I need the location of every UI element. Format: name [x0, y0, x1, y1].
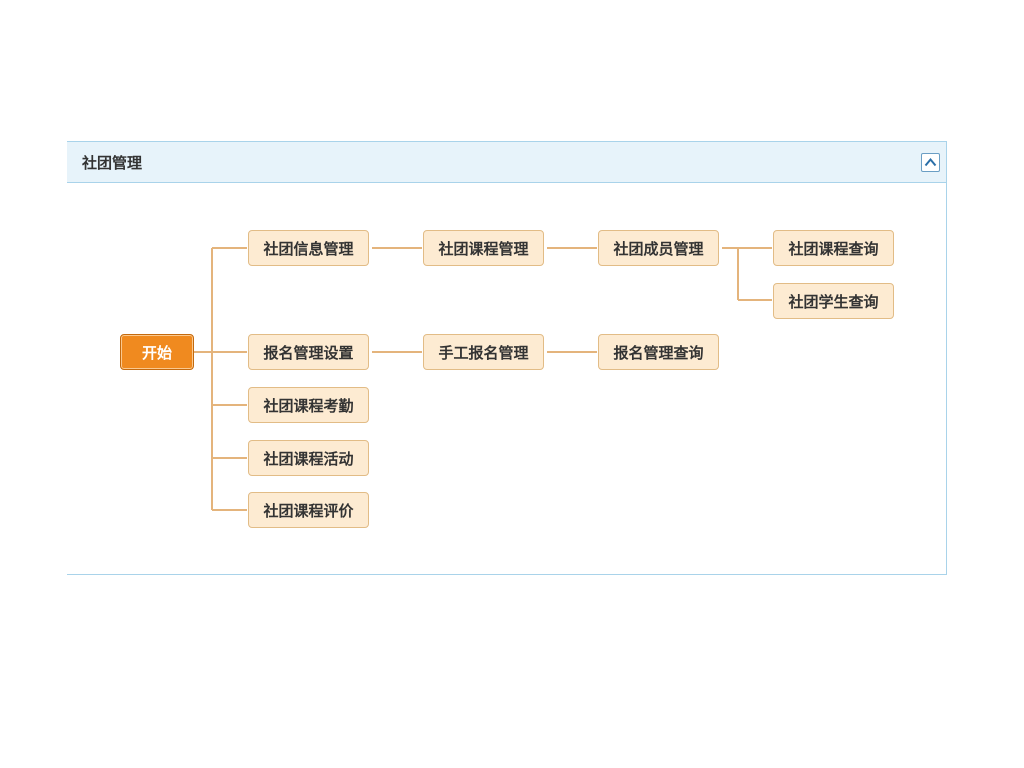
node-club-course-query[interactable]: 社团课程查询 [773, 230, 894, 266]
node-registration-settings[interactable]: 报名管理设置 [248, 334, 369, 370]
node-course-attendance[interactable]: 社团课程考勤 [248, 387, 369, 423]
node-course-activities[interactable]: 社团课程活动 [248, 440, 369, 476]
panel-header: 社团管理 [67, 142, 946, 183]
node-registration-query[interactable]: 报名管理查询 [598, 334, 719, 370]
node-manual-registration[interactable]: 手工报名管理 [423, 334, 544, 370]
panel-title: 社团管理 [82, 154, 143, 172]
collapse-button[interactable] [921, 153, 940, 172]
start-node[interactable]: 开始 [120, 334, 194, 370]
club-management-panel: 社团管理 [67, 141, 947, 575]
node-club-student-query[interactable]: 社团学生查询 [773, 283, 894, 319]
node-club-member-management[interactable]: 社团成员管理 [598, 230, 719, 266]
chevron-up-icon [924, 157, 937, 167]
node-club-course-management[interactable]: 社团课程管理 [423, 230, 544, 266]
node-course-evaluation[interactable]: 社团课程评价 [248, 492, 369, 528]
node-club-info-management[interactable]: 社团信息管理 [248, 230, 369, 266]
